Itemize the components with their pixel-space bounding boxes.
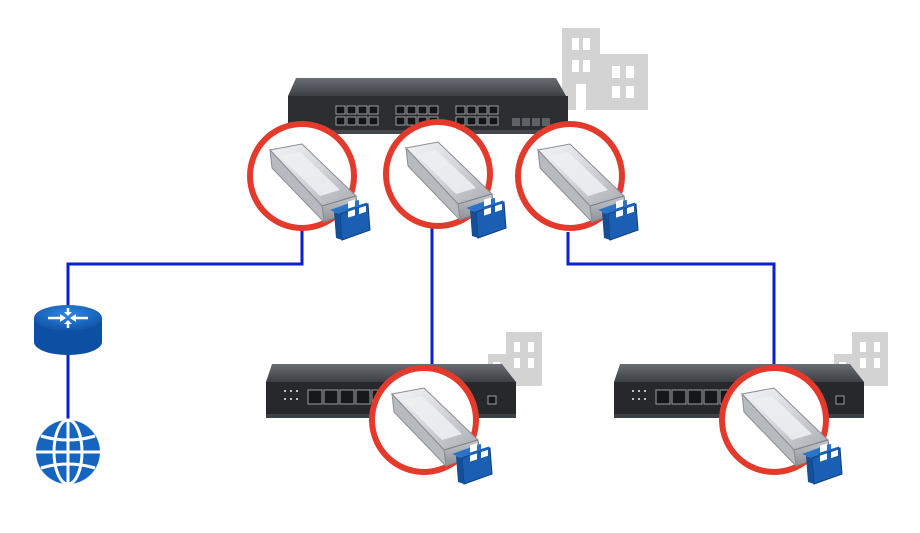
router-icon	[34, 305, 102, 355]
globe-icon	[36, 420, 100, 484]
core-sfp-port-3	[518, 124, 638, 240]
link-core-access-2	[568, 232, 774, 366]
link-router-core	[68, 228, 302, 305]
core-sfp-port-1	[250, 124, 370, 240]
building-icon	[562, 28, 648, 110]
core-sfp-port-2	[386, 122, 506, 238]
